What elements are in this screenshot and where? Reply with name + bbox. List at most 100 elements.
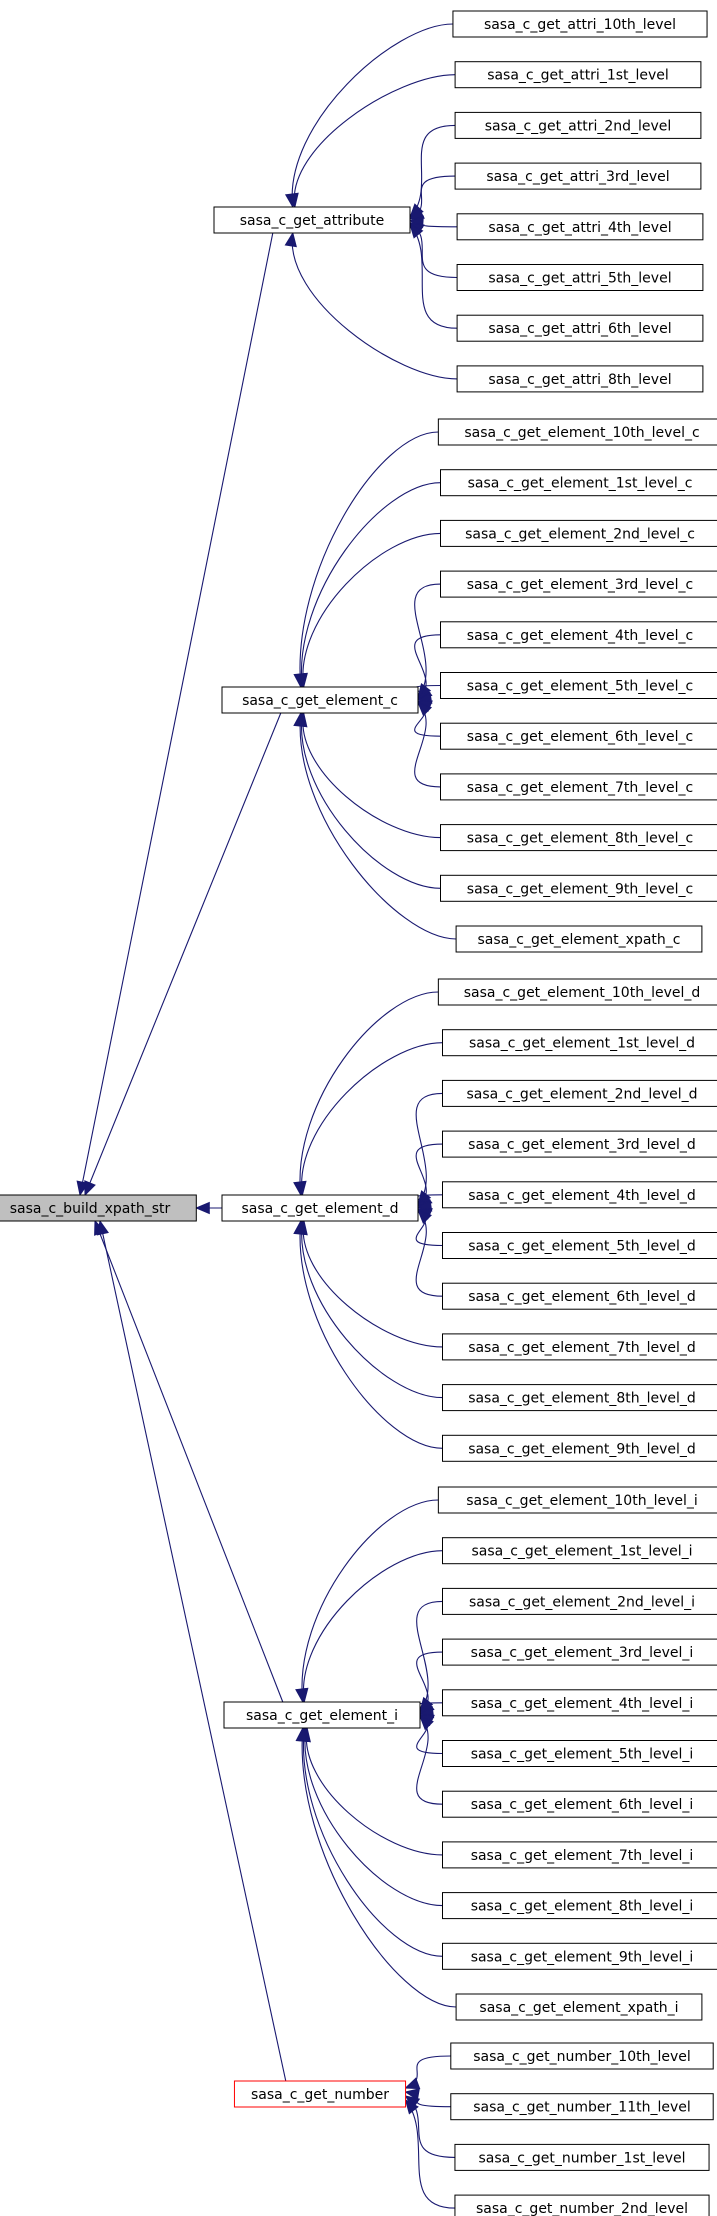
child-node-0-1-box[interactable] <box>454 61 702 89</box>
child-node-3-8[interactable]: sasa_c_get_element_8th_level_i <box>442 1892 717 1920</box>
child-node-1-6[interactable]: sasa_c_get_element_6th_level_c <box>440 722 717 750</box>
child-node-1-5-box[interactable] <box>440 672 717 699</box>
child-node-0-3[interactable]: sasa_c_get_attri_3rd_level <box>454 162 702 190</box>
child-node-1-10[interactable]: sasa_c_get_element_xpath_c <box>455 925 703 953</box>
child-node-2-5[interactable]: sasa_c_get_element_5th_level_d <box>442 1232 717 1259</box>
child-node-3-3-box[interactable] <box>442 1638 717 1666</box>
child-node-3-6-box[interactable] <box>442 1790 717 1818</box>
child-node-0-5-box[interactable] <box>456 264 704 291</box>
child-node-2-6-box[interactable] <box>442 1282 717 1310</box>
child-node-2-0-box[interactable] <box>437 978 717 1006</box>
child-node-1-8-box[interactable] <box>440 824 717 852</box>
child-node-0-7[interactable]: sasa_c_get_attri_8th_level <box>456 365 704 393</box>
child-node-3-10[interactable]: sasa_c_get_element_xpath_i <box>455 1993 703 2021</box>
child-node-3-9[interactable]: sasa_c_get_element_9th_level_i <box>442 1942 717 1970</box>
child-node-1-3[interactable]: sasa_c_get_element_3rd_level_c <box>440 570 717 598</box>
child-node-0-7-box[interactable] <box>456 365 704 393</box>
group-node-4[interactable]: sasa_c_get_number <box>233 2080 407 2108</box>
child-node-0-6-box[interactable] <box>456 314 704 342</box>
child-node-4-2-box[interactable] <box>454 2143 710 2171</box>
child-node-1-0-box[interactable] <box>437 418 717 446</box>
child-node-1-2[interactable]: sasa_c_get_element_2nd_level_c <box>440 519 717 547</box>
child-node-3-4-box[interactable] <box>442 1689 717 1717</box>
root-node-box[interactable] <box>0 1194 197 1222</box>
group-node-2-box[interactable] <box>221 1194 419 1222</box>
child-node-2-6[interactable]: sasa_c_get_element_6th_level_d <box>442 1282 717 1310</box>
child-node-2-3-box[interactable] <box>442 1130 717 1158</box>
child-node-4-3-box[interactable] <box>454 2194 710 2216</box>
child-node-3-10-box[interactable] <box>455 1993 703 2021</box>
child-node-3-9-box[interactable] <box>442 1942 717 1970</box>
child-node-2-1[interactable]: sasa_c_get_element_1st_level_d <box>442 1029 717 1057</box>
child-node-2-8-box[interactable] <box>442 1384 717 1412</box>
child-node-3-1[interactable]: sasa_c_get_element_1st_level_i <box>442 1537 717 1565</box>
child-node-2-4-box[interactable] <box>442 1181 717 1209</box>
child-node-3-1-box[interactable] <box>442 1537 717 1565</box>
group-node-1[interactable]: sasa_c_get_element_c <box>221 686 419 714</box>
child-node-1-10-box[interactable] <box>455 925 703 953</box>
child-node-2-9[interactable]: sasa_c_get_element_9th_level_d <box>442 1434 717 1462</box>
child-node-3-3[interactable]: sasa_c_get_element_3rd_level_i <box>442 1638 717 1666</box>
child-node-0-3-box[interactable] <box>454 162 702 190</box>
child-node-0-4-box[interactable] <box>456 213 704 241</box>
child-node-3-2[interactable]: sasa_c_get_element_2nd_level_i <box>442 1587 717 1615</box>
group-node-0[interactable]: sasa_c_get_attribute <box>213 206 411 234</box>
child-node-2-7-box[interactable] <box>442 1333 717 1361</box>
child-node-1-8[interactable]: sasa_c_get_element_8th_level_c <box>440 824 717 852</box>
child-node-3-6[interactable]: sasa_c_get_element_6th_level_i <box>442 1790 717 1818</box>
root-node[interactable]: sasa_c_build_xpath_str <box>0 1194 197 1222</box>
group-node-2[interactable]: sasa_c_get_element_d <box>221 1194 419 1222</box>
child-node-4-1[interactable]: sasa_c_get_number_11th_level <box>450 2093 714 2121</box>
child-node-1-1[interactable]: sasa_c_get_element_1st_level_c <box>440 469 717 497</box>
child-node-3-5[interactable]: sasa_c_get_element_5th_level_i <box>442 1740 717 1767</box>
child-node-1-6-box[interactable] <box>440 722 717 750</box>
child-node-2-1-box[interactable] <box>442 1029 717 1057</box>
child-node-1-4-box[interactable] <box>440 621 717 649</box>
child-node-1-1-box[interactable] <box>440 469 717 497</box>
child-node-3-0-box[interactable] <box>437 1486 717 1514</box>
child-node-3-4[interactable]: sasa_c_get_element_4th_level_i <box>442 1689 717 1717</box>
child-node-2-0[interactable]: sasa_c_get_element_10th_level_d <box>437 978 717 1006</box>
child-node-4-0[interactable]: sasa_c_get_number_10th_level <box>450 2042 714 2070</box>
child-node-2-4[interactable]: sasa_c_get_element_4th_level_d <box>442 1181 717 1209</box>
child-node-3-2-box[interactable] <box>442 1587 717 1615</box>
child-node-1-7-box[interactable] <box>440 773 717 801</box>
child-node-2-9-box[interactable] <box>442 1434 717 1462</box>
child-node-2-8[interactable]: sasa_c_get_element_8th_level_d <box>442 1384 717 1412</box>
child-node-1-7[interactable]: sasa_c_get_element_7th_level_c <box>440 773 717 801</box>
child-node-4-3[interactable]: sasa_c_get_number_2nd_level <box>454 2194 710 2216</box>
child-node-1-0[interactable]: sasa_c_get_element_10th_level_c <box>437 418 717 446</box>
child-node-2-2[interactable]: sasa_c_get_element_2nd_level_d <box>442 1079 717 1107</box>
child-node-3-5-box[interactable] <box>442 1740 717 1767</box>
child-node-1-2-box[interactable] <box>440 519 717 547</box>
child-node-2-7[interactable]: sasa_c_get_element_7th_level_d <box>442 1333 717 1361</box>
child-node-1-5[interactable]: sasa_c_get_element_5th_level_c <box>440 672 717 699</box>
group-node-4-box[interactable] <box>233 2080 407 2108</box>
child-node-0-0[interactable]: sasa_c_get_attri_10th_level <box>452 10 708 38</box>
child-node-0-2-box[interactable] <box>454 111 702 139</box>
group-node-1-box[interactable] <box>221 686 419 714</box>
child-node-1-4[interactable]: sasa_c_get_element_4th_level_c <box>440 621 717 649</box>
child-node-0-0-box[interactable] <box>452 10 708 38</box>
child-node-2-3[interactable]: sasa_c_get_element_3rd_level_d <box>442 1130 717 1158</box>
group-node-3-box[interactable] <box>223 1701 421 1729</box>
child-node-3-7[interactable]: sasa_c_get_element_7th_level_i <box>442 1841 717 1869</box>
child-node-2-2-box[interactable] <box>442 1079 717 1107</box>
child-node-2-5-box[interactable] <box>442 1232 717 1259</box>
child-node-0-4[interactable]: sasa_c_get_attri_4th_level <box>456 213 704 241</box>
child-node-4-2[interactable]: sasa_c_get_number_1st_level <box>454 2143 710 2171</box>
child-node-3-8-box[interactable] <box>442 1892 717 1920</box>
child-node-4-1-box[interactable] <box>450 2093 714 2121</box>
group-node-3[interactable]: sasa_c_get_element_i <box>223 1701 421 1729</box>
child-node-0-5[interactable]: sasa_c_get_attri_5th_level <box>456 264 704 291</box>
child-node-1-9-box[interactable] <box>440 874 717 902</box>
child-node-0-2[interactable]: sasa_c_get_attri_2nd_level <box>454 111 702 139</box>
child-node-1-3-box[interactable] <box>440 570 717 598</box>
child-node-0-1[interactable]: sasa_c_get_attri_1st_level <box>454 61 702 89</box>
child-node-0-6[interactable]: sasa_c_get_attri_6th_level <box>456 314 704 342</box>
child-node-4-0-box[interactable] <box>450 2042 714 2070</box>
child-node-3-0[interactable]: sasa_c_get_element_10th_level_i <box>437 1486 717 1514</box>
child-node-1-9[interactable]: sasa_c_get_element_9th_level_c <box>440 874 717 902</box>
group-node-0-box[interactable] <box>213 206 411 234</box>
child-node-3-7-box[interactable] <box>442 1841 717 1869</box>
